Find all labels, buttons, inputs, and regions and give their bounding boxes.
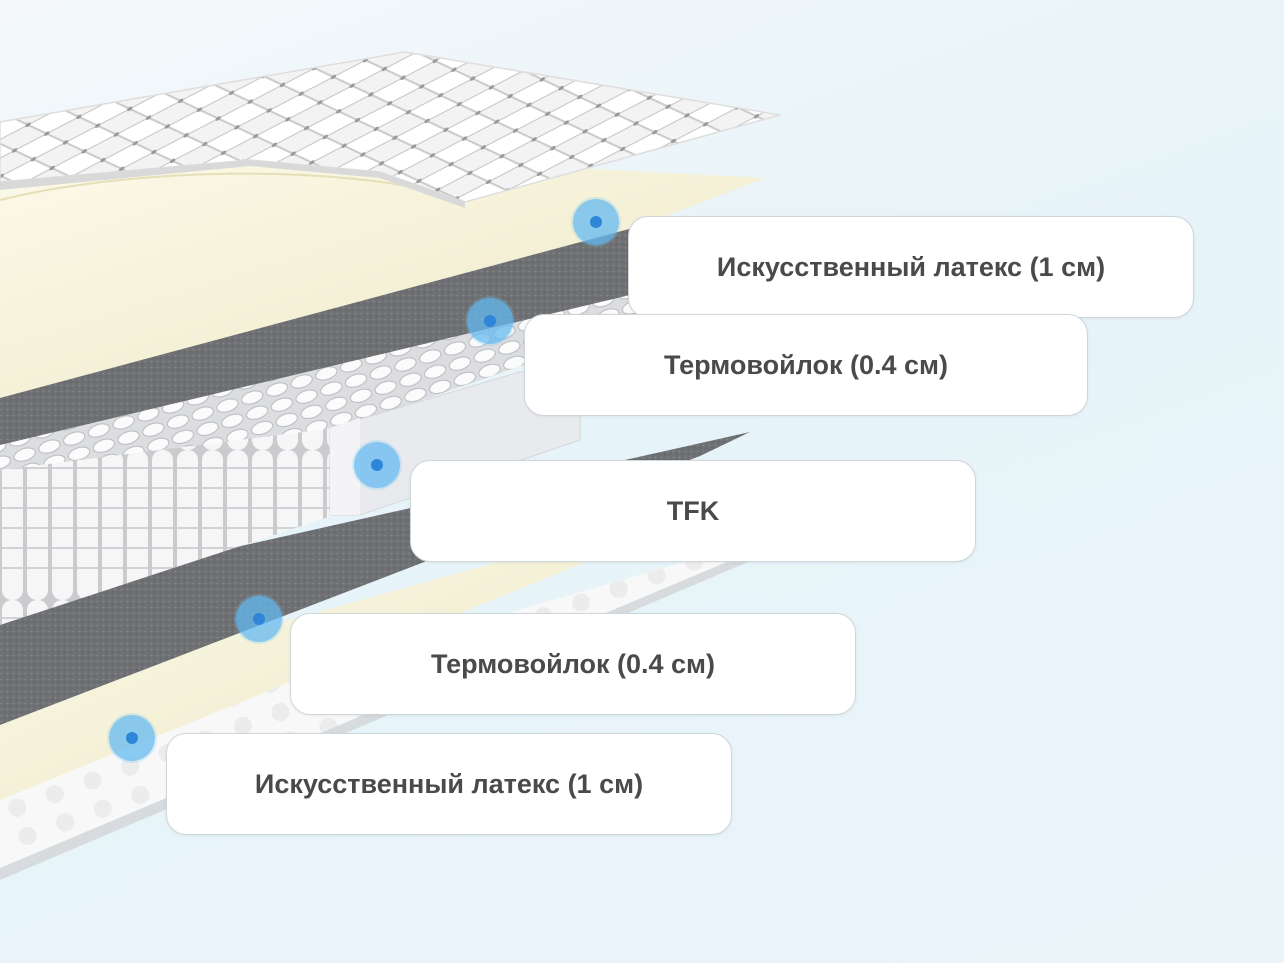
layer-label: Искусственный латекс (1 см) bbox=[716, 251, 1106, 282]
layer-label: Термовойлок (0.4 см) bbox=[663, 349, 949, 380]
layer-callout-top-latex[interactable]: Искусственный латекс (1 см) bbox=[628, 216, 1194, 318]
layer-label: Термовойлок (0.4 см) bbox=[430, 648, 716, 679]
top-felt-layer bbox=[0, 212, 640, 445]
hotspot-bottom-felt[interactable] bbox=[236, 596, 282, 642]
hotspot-top-latex[interactable] bbox=[573, 199, 619, 245]
layer-callout-top-felt[interactable]: Термовойлок (0.4 см) bbox=[524, 314, 1088, 416]
layer-callout-bottom-latex[interactable]: Искусственный латекс (1 см) bbox=[166, 733, 732, 835]
layer-callout-tfk[interactable]: TFK bbox=[410, 460, 976, 562]
layer-label: Искусственный латекс (1 см) bbox=[254, 768, 644, 799]
layer-label: TFK bbox=[666, 495, 720, 526]
hotspot-bottom-latex[interactable] bbox=[109, 715, 155, 761]
spring-block-side bbox=[0, 428, 335, 625]
hotspot-tfk[interactable] bbox=[354, 442, 400, 488]
layer-callout-bottom-felt[interactable]: Термовойлок (0.4 см) bbox=[290, 613, 856, 715]
hotspot-top-felt[interactable] bbox=[467, 298, 513, 344]
